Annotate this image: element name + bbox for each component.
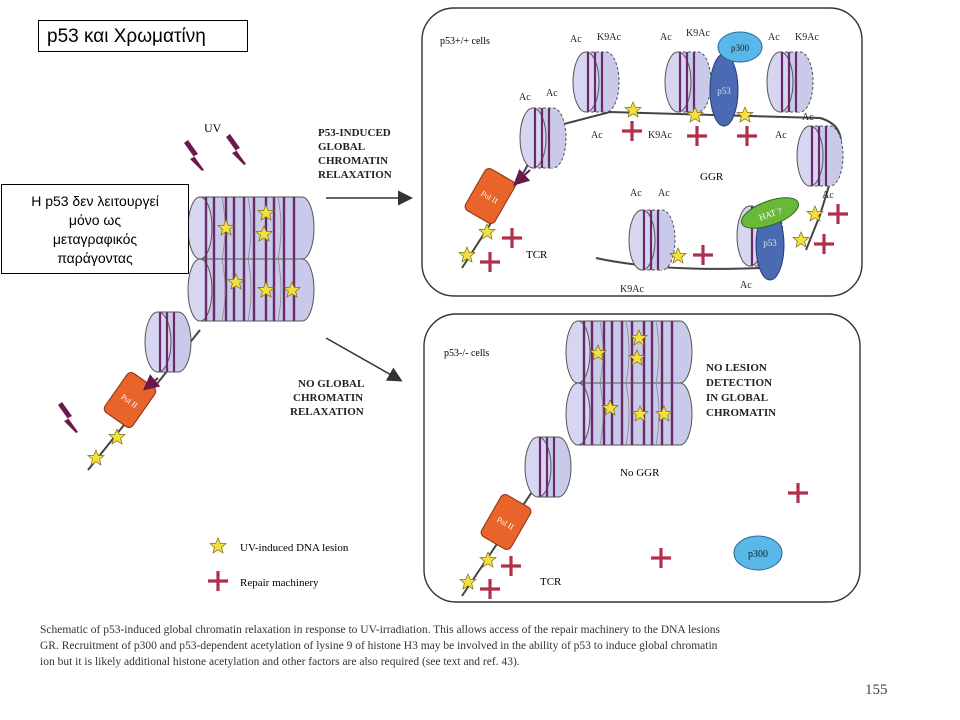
p53-label: p53 [763, 238, 777, 248]
p300-protein [717, 31, 763, 63]
uv-label: UV [204, 121, 222, 135]
p53-label: p53 [717, 86, 731, 96]
left-chromatin: Pol II UV [58, 121, 316, 471]
nucleosome [518, 106, 568, 170]
nucleosome-block [564, 319, 694, 385]
panel-p53-null: p53-/- cells Pol II p300 NO LESION DETEC… [423, 313, 861, 603]
ac-label: Ac [802, 112, 814, 123]
k9ac-label: K9Ac [620, 284, 644, 295]
pol-ii: Pol II [462, 166, 518, 226]
ac-label: Ac [658, 188, 670, 199]
p300-label: p300 [731, 43, 750, 53]
figure-caption: Schematic of p53-induced global chromati… [40, 622, 920, 670]
k9ac-label: K9Ac [795, 32, 819, 43]
nucleosome-block [564, 381, 694, 447]
tcr-label: TCR [540, 576, 562, 588]
note-line-2: μόνο ως [68, 212, 122, 228]
uv-lightning-icon [184, 140, 204, 171]
k9ac-label: K9Ac [597, 32, 621, 43]
ac-label: Ac [630, 188, 642, 199]
pol-ii: Pol II [101, 370, 159, 430]
relaxation-label: P53-INDUCED GLOBAL CHROMATIN RELAXATION [318, 127, 393, 181]
nucleosome [795, 124, 845, 188]
arrow-no-relaxation [325, 337, 403, 382]
no-relaxation-label: NO GLOBAL CHROMATIN RELAXATION [290, 378, 366, 418]
legend-star-icon [209, 537, 227, 554]
note-line-3: μεταγραφικός [52, 231, 138, 247]
uv-lightning-icon [226, 134, 246, 165]
nucleosome [663, 50, 713, 114]
legend-cross-icon [206, 569, 230, 593]
caption-line-2: GR. Recruitment of p300 and p53-dependen… [40, 640, 718, 652]
note-box: Η p53 δεν λειτουργεί μόνο ως μεταγραφικό… [1, 184, 189, 274]
ac-label: Ac [740, 280, 752, 291]
hat-protein: HAT ? [741, 197, 799, 229]
ac-label: Ac [570, 34, 582, 45]
note-line-1: Η p53 δεν λειτουργεί [31, 193, 159, 209]
nucleosome [143, 310, 193, 374]
tcr-label: TCR [526, 249, 548, 261]
legend: UV-induced DNA lesion Repair machinery [206, 537, 349, 593]
p300-label: p300 [748, 549, 768, 560]
ggr-label: GGR [700, 171, 724, 183]
caption-line-3: ion but it is likely additional histone … [40, 656, 520, 668]
uv-lightning-icon [58, 402, 78, 433]
ac-label: Ac [519, 92, 531, 103]
note-line-4: παράγοντας [57, 250, 133, 266]
no-lesion-label: NO LESION DETECTION IN GLOBAL CHROMATIN [706, 362, 776, 419]
p300-protein [733, 535, 783, 571]
ac-label: Ac [775, 130, 787, 141]
caption-line-1: Schematic of p53-induced global chromati… [40, 624, 720, 636]
p53-null-label: p53-/- cells [444, 348, 489, 359]
legend-lesion-label: UV-induced DNA lesion [240, 542, 349, 554]
ac-label: Ac [768, 32, 780, 43]
ac-label: Ac [822, 190, 834, 201]
nucleosome [627, 208, 677, 272]
k9ac-label: K9Ac [648, 130, 672, 141]
nucleosome-block [186, 195, 316, 261]
p53-wt-label: p53+/+ cells [440, 36, 490, 47]
page-number: 155 [865, 682, 888, 698]
pol-ii: Pol II [478, 492, 534, 552]
legend-repair-label: Repair machinery [240, 577, 319, 589]
no-ggr-label: No GGR [620, 467, 660, 479]
nucleosome [765, 50, 815, 114]
panel-p53-wt: p53+/+ cells p53 p300 p53 HAT ? Pol II [421, 7, 863, 297]
ac-label: Ac [546, 88, 558, 99]
nucleosome [571, 50, 621, 114]
ac-label: Ac [660, 32, 672, 43]
k9ac-label: K9Ac [686, 28, 710, 39]
slide-title: p53 και Χρωματίνη [38, 20, 248, 52]
ac-label: Ac [591, 130, 603, 141]
nucleosome [523, 435, 573, 499]
